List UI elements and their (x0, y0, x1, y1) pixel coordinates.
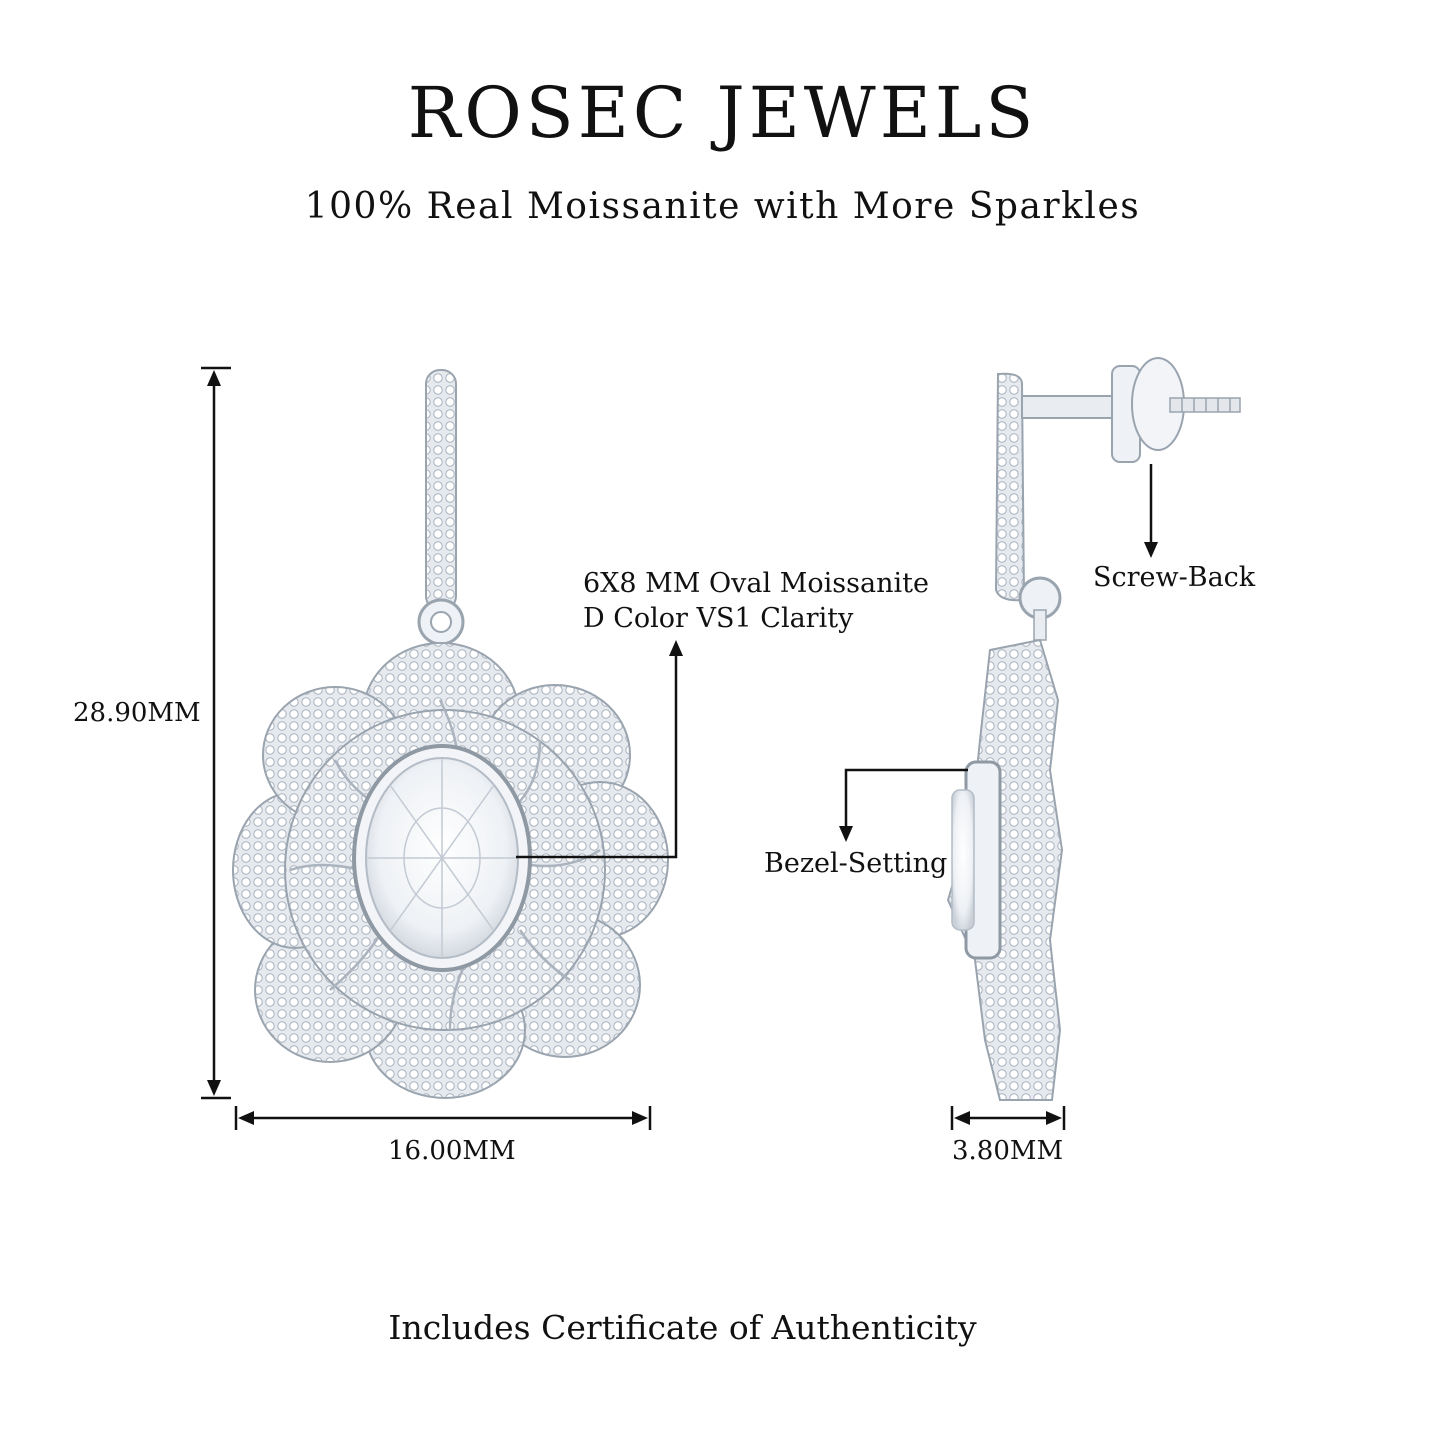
stone-spec-line2: D Color VS1 Clarity (583, 603, 854, 634)
callout-leaders (516, 464, 1158, 859)
width-dimension-label: 16.00MM (388, 1136, 516, 1166)
screw-thread (1169, 397, 1241, 413)
brand-title: ROSEC JEWELS (407, 72, 1038, 154)
drop-bar (425, 369, 457, 611)
brand-tagline: 100% Real Moissanite with More Sparkles (304, 186, 1141, 227)
earring-post (1021, 395, 1123, 419)
height-dimension-label: 28.90MM (73, 698, 201, 728)
earring-front-view (232, 369, 669, 1099)
earring-side-view (946, 357, 1241, 1101)
flower-petals (232, 642, 669, 1099)
dimension-lines (201, 366, 1066, 1130)
stone-spec-line1: 6X8 MM Oval Moissanite (583, 568, 929, 599)
screw-back-label: Screw-Back (1093, 562, 1256, 593)
side-post-bar (994, 372, 1026, 602)
depth-dimension-label: 3.80MM (952, 1136, 1064, 1166)
bezel-setting-label: Bezel-Setting (764, 848, 948, 879)
certificate-note: Includes Certificate of Authenticity (388, 1308, 977, 1347)
